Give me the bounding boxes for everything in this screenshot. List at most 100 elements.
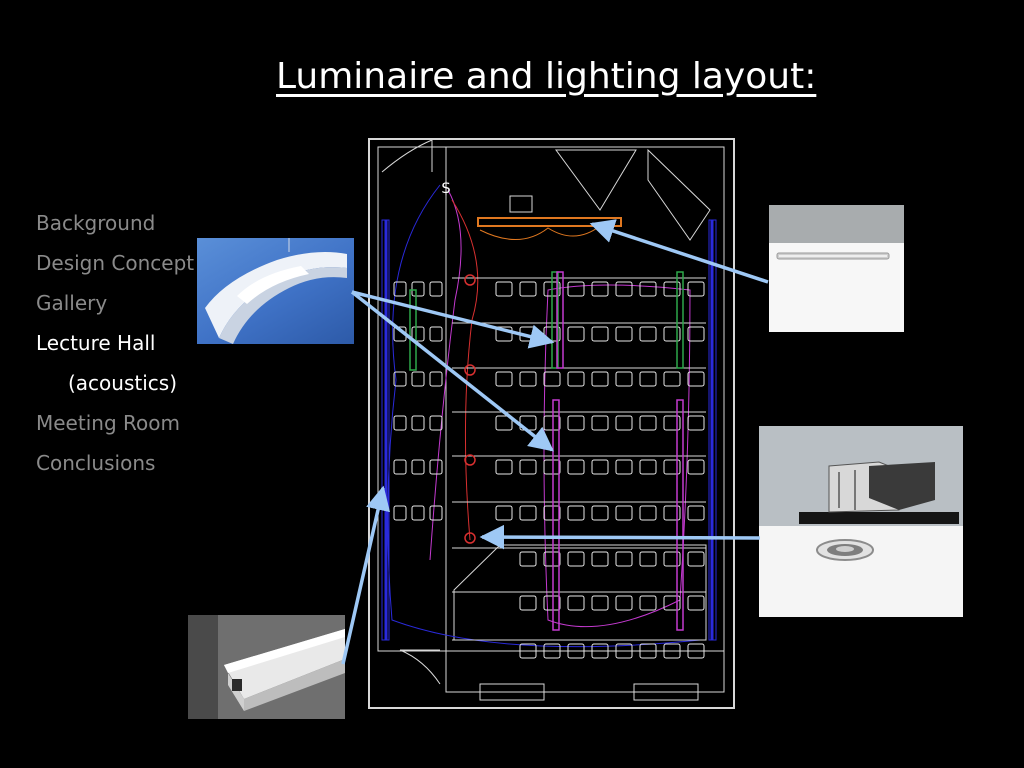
downlight-fixture <box>464 532 476 544</box>
seat-rows <box>393 277 706 659</box>
seat <box>687 371 705 387</box>
seat <box>687 459 705 475</box>
seat <box>687 643 705 659</box>
seat <box>543 505 561 521</box>
seat <box>639 505 657 521</box>
linear-pendant-fixture <box>676 271 684 369</box>
seat <box>519 505 537 521</box>
section-nav: Background Design Concept Gallery Lectur… <box>36 210 196 490</box>
seat <box>567 371 585 387</box>
seat <box>639 371 657 387</box>
seat <box>495 505 513 521</box>
pendant-luminaire-icon <box>205 238 347 344</box>
nav-item-acoustics[interactable]: (acoustics) <box>68 371 178 395</box>
seat <box>639 459 657 475</box>
side-seat <box>429 326 443 342</box>
seat <box>567 326 585 342</box>
pointer-arrows <box>341 219 769 665</box>
seat <box>495 371 513 387</box>
seat <box>663 281 681 297</box>
seat <box>639 415 657 431</box>
pointer-arrow <box>351 290 555 349</box>
seat <box>663 551 681 567</box>
seat <box>519 595 537 611</box>
wall-wash-luminaire-photo <box>769 205 904 332</box>
nav-item-lecture-hall[interactable]: Lecture Hall <box>36 331 156 355</box>
seat <box>663 595 681 611</box>
seat <box>639 551 657 567</box>
seat <box>543 643 561 659</box>
pointer-arrow <box>479 524 761 550</box>
pointer-arrow <box>341 485 391 665</box>
side-seat <box>393 459 407 475</box>
linear-pendant-fixture <box>676 399 684 631</box>
seat <box>519 371 537 387</box>
downlight-fixture <box>464 454 476 466</box>
seat <box>615 459 633 475</box>
seat <box>663 643 681 659</box>
pointer-arrow <box>350 290 554 452</box>
switch-symbol: $ <box>441 178 451 197</box>
seat <box>615 551 633 567</box>
seat <box>639 326 657 342</box>
seat <box>567 551 585 567</box>
seat <box>639 643 657 659</box>
seat <box>615 326 633 342</box>
seat <box>591 595 609 611</box>
nav-item-conclusions[interactable]: Conclusions <box>36 451 156 475</box>
seat <box>567 415 585 431</box>
wall-track-fixture <box>381 219 390 641</box>
seat <box>687 551 705 567</box>
recessed-downlight-icon <box>759 426 963 617</box>
seat <box>591 281 609 297</box>
seat <box>615 595 633 611</box>
nav-item-meeting-room[interactable]: Meeting Room <box>36 411 180 435</box>
seat <box>495 326 513 342</box>
seat <box>591 326 609 342</box>
seat <box>615 281 633 297</box>
seat <box>615 505 633 521</box>
linear-pendant-fixture <box>551 271 559 369</box>
seat <box>519 459 537 475</box>
wall-wash-luminaire-icon <box>769 205 904 332</box>
nav-item-gallery[interactable]: Gallery <box>36 291 108 315</box>
seat <box>639 595 657 611</box>
seat <box>591 551 609 567</box>
seat <box>663 415 681 431</box>
seat <box>495 459 513 475</box>
seat <box>543 595 561 611</box>
side-seat <box>393 371 407 387</box>
seat <box>591 459 609 475</box>
lighting-circuits <box>381 219 717 641</box>
nav-item-background[interactable]: Background <box>36 211 156 235</box>
seat <box>615 371 633 387</box>
recessed-downlight-photo <box>759 426 963 617</box>
seat <box>519 643 537 659</box>
seat <box>567 595 585 611</box>
seat <box>663 459 681 475</box>
seat <box>495 415 513 431</box>
seat <box>615 415 633 431</box>
seat <box>591 643 609 659</box>
side-seat <box>411 459 425 475</box>
side-seat <box>429 505 443 521</box>
pendant-luminaire-photo <box>197 238 354 344</box>
seat <box>567 459 585 475</box>
seat <box>543 551 561 567</box>
side-seat <box>393 415 407 431</box>
pointer-arrow <box>589 219 769 284</box>
linear-pendant-fixture <box>409 289 417 371</box>
side-seat <box>393 281 407 297</box>
seat <box>615 643 633 659</box>
side-seat <box>411 371 425 387</box>
seat <box>663 371 681 387</box>
seat <box>663 505 681 521</box>
side-seat <box>429 371 443 387</box>
seat <box>519 281 537 297</box>
seat <box>687 326 705 342</box>
downlight-fixture <box>464 364 476 376</box>
seat <box>687 415 705 431</box>
seat <box>543 371 561 387</box>
seat <box>567 643 585 659</box>
nav-item-design-concept[interactable]: Design Concept <box>36 251 195 275</box>
